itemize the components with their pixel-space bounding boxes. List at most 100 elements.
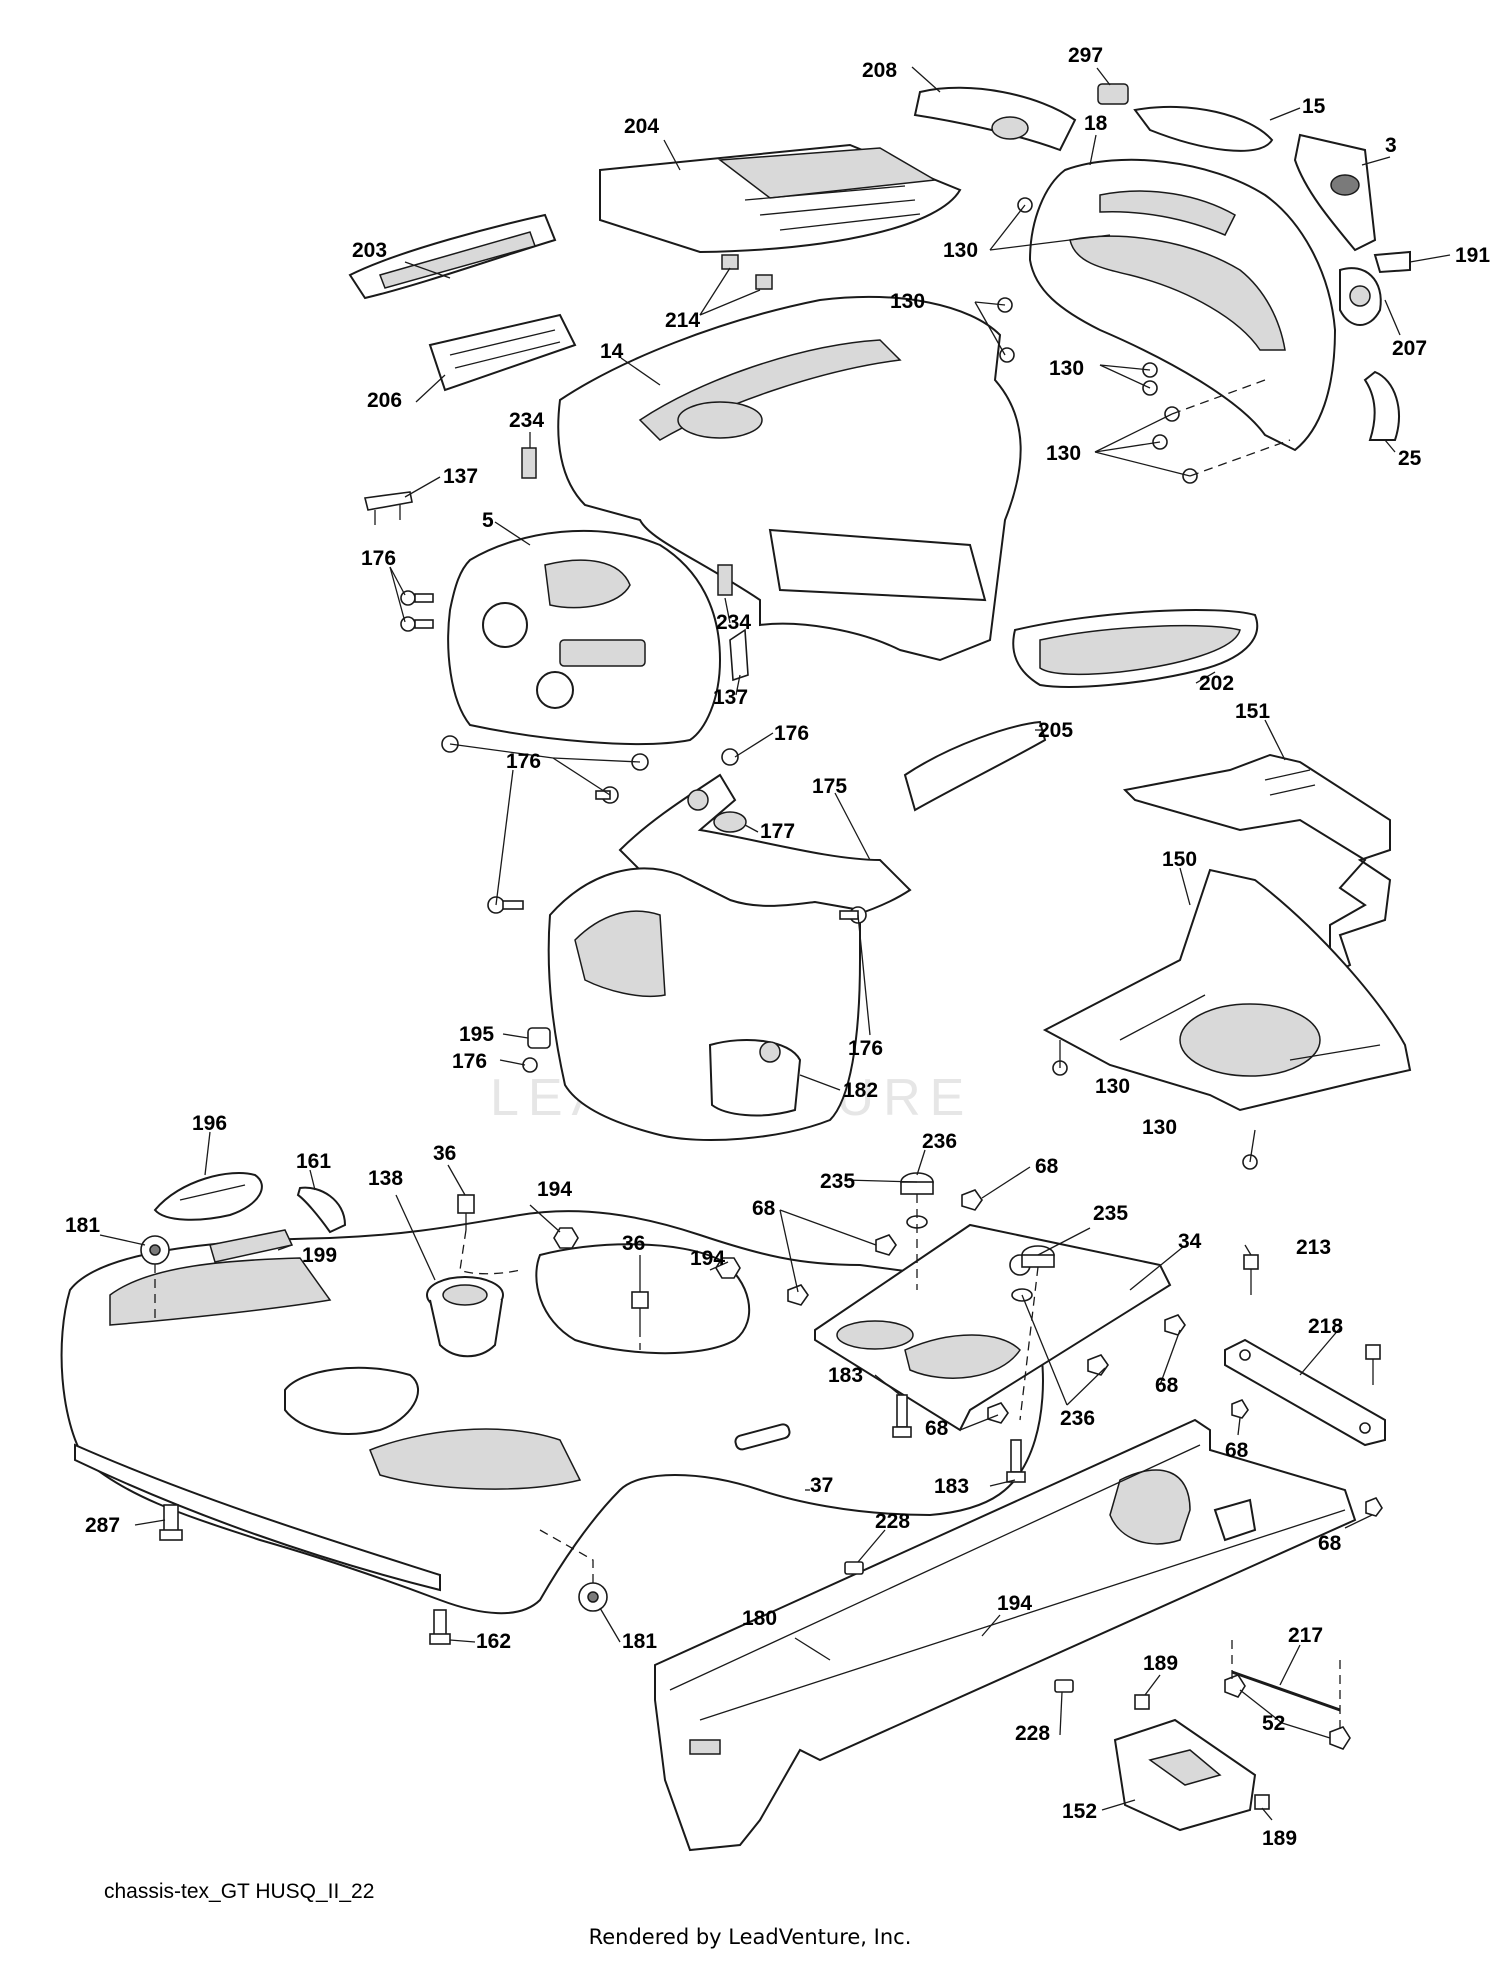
callout-130-b: 130 xyxy=(890,290,925,313)
leader-lines xyxy=(99,66,1451,1821)
callout-214: 214 xyxy=(665,309,700,332)
callout-176-d: 176 xyxy=(452,1050,487,1073)
callout-152: 152 xyxy=(1062,1800,1097,1823)
callout-176-a: 176 xyxy=(361,547,396,570)
callout-297: 297 xyxy=(1068,44,1103,67)
callout-196: 196 xyxy=(192,1112,227,1135)
callout-195: 195 xyxy=(459,1023,494,1046)
callout-137-a: 137 xyxy=(443,465,478,488)
callout-217: 217 xyxy=(1288,1624,1323,1647)
part-52-nuts xyxy=(1224,1674,1351,1750)
callout-181-b: 181 xyxy=(622,1630,657,1653)
callout-203: 203 xyxy=(352,239,387,262)
part-214-clips xyxy=(721,254,773,290)
callout-235-a: 235 xyxy=(820,1170,855,1193)
callout-175: 175 xyxy=(812,775,847,798)
callout-183-b: 183 xyxy=(934,1475,969,1498)
callout-207: 207 xyxy=(1392,337,1427,360)
callout-228-b: 228 xyxy=(1015,1722,1050,1745)
part-234-label-a xyxy=(521,447,537,479)
callout-3: 3 xyxy=(1385,134,1397,157)
callout-labels: 297 208 15 18 204 3 130 191 203 214 130 … xyxy=(65,44,1490,1850)
callout-137-b: 137 xyxy=(713,686,748,709)
callout-130-a: 130 xyxy=(943,239,978,262)
callout-194-a: 194 xyxy=(537,1178,572,1201)
part-36-screws xyxy=(457,1194,649,1328)
callout-176-c: 176 xyxy=(506,750,541,773)
part-137-bracket-a xyxy=(364,491,413,525)
callout-138: 138 xyxy=(368,1167,403,1190)
callout-36-b: 36 xyxy=(622,1232,645,1255)
callout-287: 287 xyxy=(85,1514,120,1537)
rendered-by-credit: Rendered by LeadVenture, Inc. xyxy=(588,1925,912,1949)
callout-205: 205 xyxy=(1038,719,1073,742)
callout-15: 15 xyxy=(1302,95,1326,118)
part-205-trim xyxy=(903,720,1047,812)
callout-68-b: 68 xyxy=(752,1197,776,1220)
part-234-label-b xyxy=(717,564,733,596)
callout-228-a: 228 xyxy=(875,1510,910,1533)
callout-194-b: 194 xyxy=(690,1247,725,1270)
part-152-shield xyxy=(1113,1718,1257,1832)
part-297-clip xyxy=(1097,83,1129,105)
part-183-bolts xyxy=(892,1394,1026,1483)
part-228-pins xyxy=(844,1561,1074,1693)
part-195-knob xyxy=(527,1027,551,1049)
callout-236-b: 236 xyxy=(1060,1407,1095,1430)
callout-234-a: 234 xyxy=(509,409,544,432)
part-150-floor-panel xyxy=(1042,868,1412,1112)
callout-161: 161 xyxy=(296,1150,331,1173)
callout-130-c: 130 xyxy=(1049,357,1084,380)
callout-236-a: 236 xyxy=(922,1130,957,1153)
part-202-front-grille xyxy=(1012,609,1259,688)
callout-162: 162 xyxy=(476,1630,511,1653)
part-203-side-grille xyxy=(348,213,557,300)
part-177-grommet xyxy=(713,811,747,833)
callout-235-b: 235 xyxy=(1093,1202,1128,1225)
callout-130-d: 130 xyxy=(1046,442,1081,465)
part-204-hood-top xyxy=(599,143,962,254)
part-206-vent xyxy=(428,313,577,392)
part-182-lower-console xyxy=(547,867,861,1141)
callout-150: 150 xyxy=(1162,848,1197,871)
callout-130-e: 130 xyxy=(1095,1075,1130,1098)
part-208-headlight-housing xyxy=(913,86,1077,152)
part-137-bracket-b xyxy=(729,628,749,682)
callout-234-b: 234 xyxy=(716,611,751,634)
callout-181-a: 181 xyxy=(65,1214,100,1237)
part-151-support-bracket xyxy=(1122,753,1392,977)
callout-204: 204 xyxy=(624,115,659,138)
part-218-bracket xyxy=(1224,1338,1386,1447)
callout-202: 202 xyxy=(1199,672,1234,695)
callout-68-a: 68 xyxy=(1035,1155,1059,1178)
part-181-pushnut-a xyxy=(140,1235,170,1265)
callout-68-d: 68 xyxy=(1225,1439,1249,1462)
callout-208: 208 xyxy=(862,59,897,82)
part-18-front-hood xyxy=(1028,158,1337,452)
callout-151: 151 xyxy=(1235,700,1270,723)
part-5-dash-console xyxy=(447,529,722,746)
callout-183-a: 183 xyxy=(828,1364,863,1387)
part-14-body-panel xyxy=(557,295,1022,662)
callout-218: 218 xyxy=(1308,1315,1343,1338)
part-138-shift-boot xyxy=(426,1276,504,1358)
part-34-mounting-plate xyxy=(814,1223,1172,1432)
diagram-code: chassis-tex_GT HUSQ_II_22 xyxy=(104,1880,375,1903)
callout-34: 34 xyxy=(1178,1230,1202,1253)
callout-14: 14 xyxy=(600,340,624,363)
part-161-pedal xyxy=(296,1186,347,1234)
callout-189-a: 189 xyxy=(1143,1652,1178,1675)
part-287-bolt xyxy=(159,1504,183,1541)
callout-36-a: 36 xyxy=(433,1142,456,1165)
callout-52: 52 xyxy=(1262,1712,1285,1735)
callout-68-c: 68 xyxy=(1155,1374,1179,1397)
callout-191: 191 xyxy=(1455,244,1490,267)
part-189-bolts xyxy=(1134,1694,1270,1810)
callout-177: 177 xyxy=(760,820,795,843)
callout-25: 25 xyxy=(1398,447,1422,470)
callout-180: 180 xyxy=(742,1607,777,1630)
part-191-bracket xyxy=(1373,250,1411,274)
part-37-fender-deck xyxy=(60,1210,1044,1615)
callout-182: 182 xyxy=(843,1079,878,1102)
